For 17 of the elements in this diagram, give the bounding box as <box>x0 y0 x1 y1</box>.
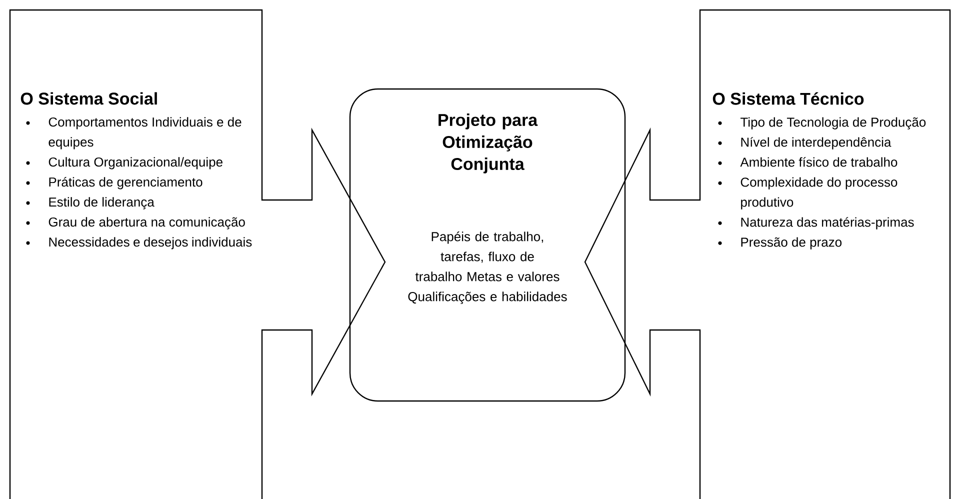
heading: O Sistema Social <box>20 92 157 105</box>
bullet-item: Comportamentos Individuais e de equipes <box>26 117 242 150</box>
arrow-shaped-box <box>9 9 386 499</box>
bullet-item: Práticas de gerenciamento <box>26 176 202 190</box>
bullet-item: Natureza das matérias-primas <box>718 217 914 230</box>
bullet-item: Pressão de prazo <box>718 237 842 250</box>
bullet-item: Ambiente físico de trabalho <box>718 157 898 167</box>
bullet-item: Cultura Organizacional/equipe <box>26 157 222 170</box>
arrow-shaped-box <box>584 9 951 499</box>
bullet-item: Complexidade do processo produtivo <box>718 177 898 210</box>
heading: O Sistema Técnico <box>712 92 864 105</box>
bullet-item: Necessidades e desejos individuais <box>26 237 252 250</box>
bullet-item: Estilo de liderança <box>26 197 154 210</box>
rounded-box: Projeto para Otimização Conjunta Papéis de trabalho, tarefas, fluxo de trabalho Metas e valores Qualificações e habilidades <box>349 88 626 402</box>
bullet-item: Nível de interdependência <box>718 137 892 150</box>
bullet-item: Grau de abertura na comunicação <box>26 217 245 230</box>
bullet-item: Tipo de Tecnologia de Produção <box>718 117 926 130</box>
